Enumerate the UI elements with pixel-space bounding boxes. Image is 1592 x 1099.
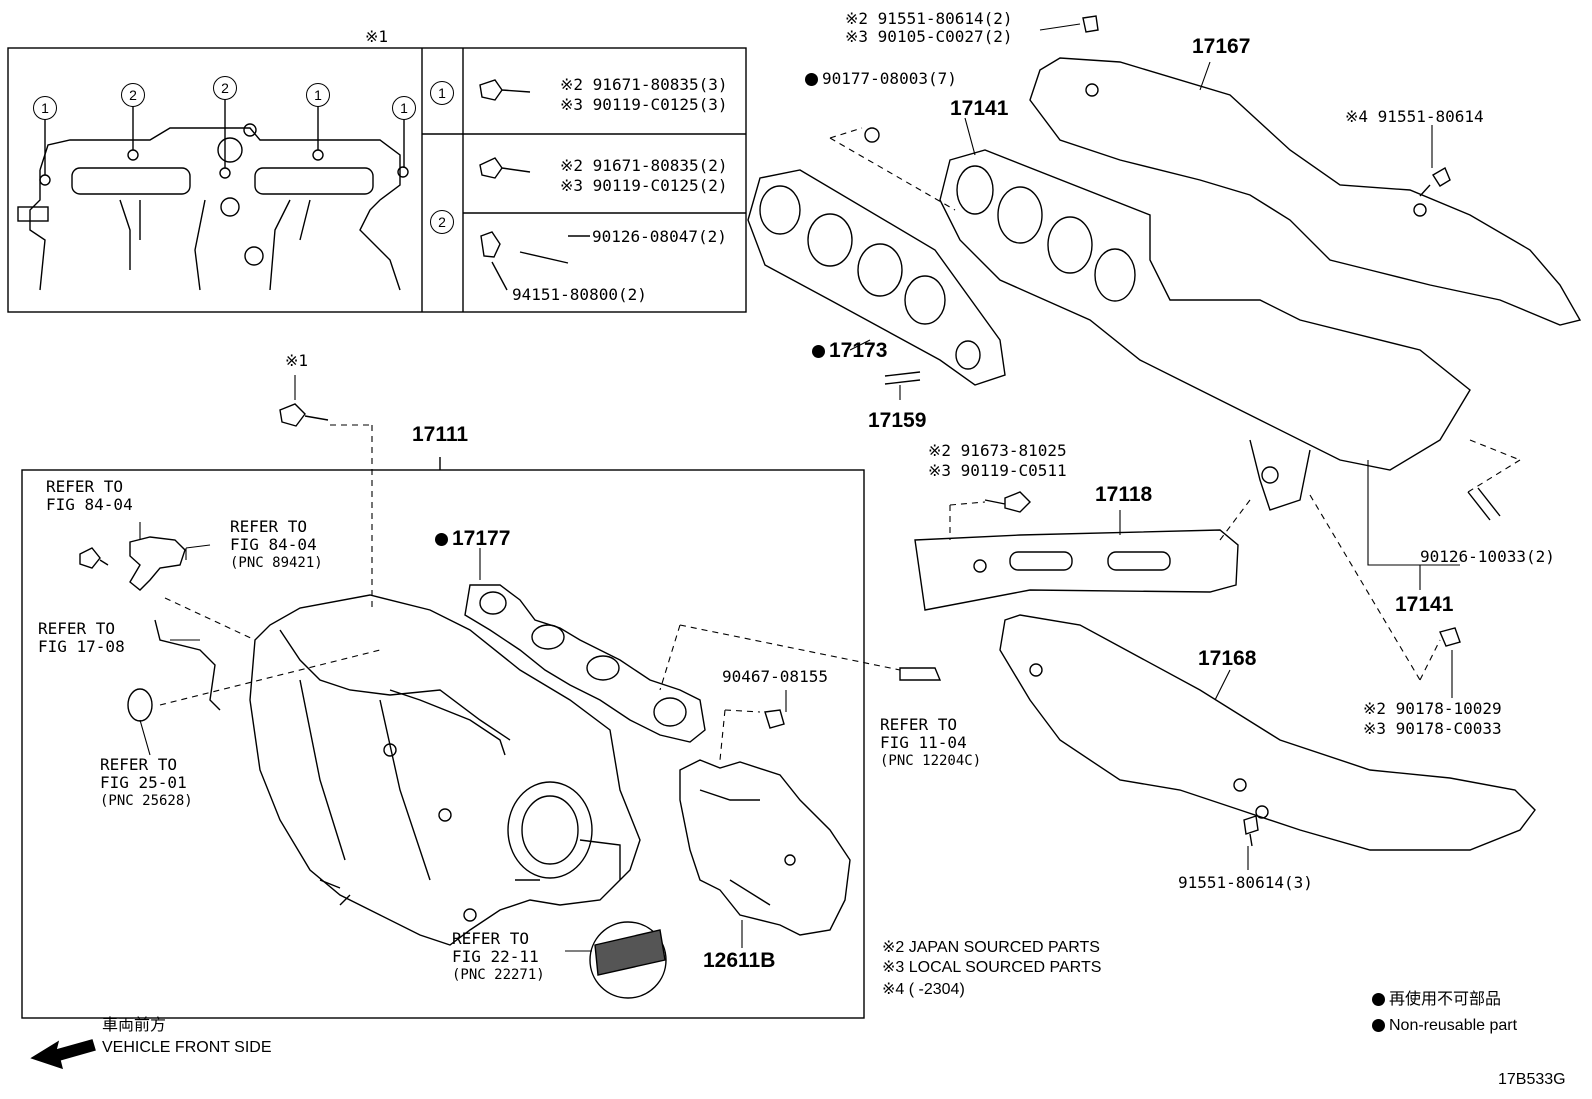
legend-en: Non-reusable part: [1372, 1016, 1517, 1036]
label-17141-bottom: 17141: [1395, 593, 1454, 616]
row2-part-d: 94151-80800(2): [512, 285, 647, 304]
label-90178-c0033: ※3 90178-C0033: [1363, 719, 1502, 738]
non-reusable-dot: [805, 73, 818, 86]
callout-2: 2: [213, 76, 237, 100]
label-12611B: 12611B: [703, 949, 776, 972]
label-90119-c0511: ※3 90119-C0511: [928, 461, 1067, 480]
note-japan: ※2 JAPAN SOURCED PARTS: [882, 939, 1100, 956]
figure-code: 17B533G: [1498, 1071, 1566, 1088]
note-local: ※3 LOCAL SOURCED PARTS: [882, 959, 1102, 976]
label-90105: ※3 90105-C0027(2): [845, 27, 1013, 46]
label-17167: 17167: [1192, 35, 1251, 58]
detail-box: [7, 47, 747, 313]
label-91551-80614-right: ※4 91551-80614: [1345, 107, 1484, 126]
label-91551-80614-bottom: 91551-80614(3): [1178, 873, 1313, 892]
label-91551-80614-top: ※2 91551-80614(2): [845, 9, 1013, 28]
non-reusable-dot: [812, 344, 825, 358]
row1-part-b: ※3 90119-C0125(3): [560, 95, 728, 114]
non-reusable-dot: [1372, 993, 1385, 1007]
cover-12611B: [679, 759, 851, 936]
exhaust-manifold-17141: [864, 127, 1471, 511]
intake-manifold-17111: [249, 594, 641, 946]
label-17177: 17177: [435, 528, 510, 550]
leader-lines: [139, 23, 1460, 952]
callout-1: 1: [392, 96, 416, 120]
legend-jp: 再使用不可部品: [1372, 990, 1501, 1010]
label-17111: 17111: [412, 423, 469, 446]
front-arrow: [30, 1039, 96, 1070]
row2-part-b: ※3 90119-C0125(2): [560, 176, 728, 195]
direction-jp: 車両前方: [102, 1017, 167, 1034]
non-reusable-dot: [435, 532, 448, 546]
callout-1: 1: [33, 96, 57, 120]
label-17173: 17173: [812, 340, 887, 362]
gasket-17173: [747, 169, 1006, 386]
row-callout-1: 1: [430, 81, 454, 105]
row1-part-a: ※2 91671-80835(3): [560, 75, 728, 94]
callout-1: 1: [306, 83, 330, 107]
detail-title: ※1: [365, 27, 389, 46]
callout-2: 2: [121, 83, 145, 107]
bracket-17118: [914, 529, 1239, 611]
label-x1: ※1: [285, 351, 309, 370]
label-90467: 90467-08155: [722, 667, 828, 686]
note-4: ※4 ( -2304): [882, 981, 965, 998]
direction-en: VEHICLE FRONT SIDE: [102, 1039, 272, 1056]
heat-insulator-17168: [999, 614, 1536, 851]
dashed-lines: [159, 127, 1521, 761]
fasteners: [79, 15, 1501, 847]
label-17118: 17118: [1095, 483, 1153, 506]
label-17159: 17159: [868, 409, 927, 432]
gasket-17177: [464, 584, 706, 743]
intake-manifold-box: [21, 457, 865, 1019]
label-90126-10033: 90126-10033(2): [1420, 547, 1555, 566]
mesh-22271: [589, 921, 667, 999]
label-91673: ※2 91673-81025: [928, 441, 1067, 460]
label-17168: 17168: [1198, 647, 1257, 670]
non-reusable-dot: [1372, 1019, 1385, 1033]
row-callout-2: 2: [430, 210, 454, 234]
label-90177: 90177-08003(7): [805, 70, 957, 88]
label-17141-top: 17141: [950, 97, 1009, 120]
row2-part-c: 90126-08047(2): [592, 227, 727, 246]
row2-part-a: ※2 91671-80835(2): [560, 156, 728, 175]
label-90178-10029: ※2 90178-10029: [1363, 699, 1502, 718]
heat-insulator-17167: [1029, 57, 1582, 326]
